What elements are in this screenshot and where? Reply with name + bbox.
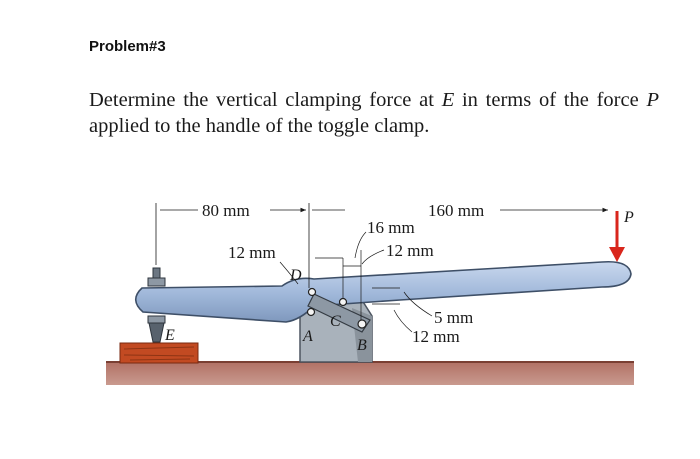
dim-label-16: 16 mm — [367, 218, 415, 237]
link-arm — [307, 293, 371, 333]
statement-text: clamp. — [374, 115, 430, 137]
pin-c — [338, 297, 348, 307]
point-label-b: B — [357, 337, 367, 354]
variable-p: P — [646, 89, 659, 111]
dim-label-12-left: 12 mm — [228, 243, 276, 262]
ground — [106, 361, 634, 385]
point-label-c: C — [330, 313, 341, 330]
dim-label-160: 160 mm — [428, 201, 484, 220]
problem-statement: Determine the vertical clamping force at… — [89, 87, 659, 139]
leader-12-right — [393, 309, 413, 333]
statement-text: Determine the vertical clamping force at — [89, 89, 442, 111]
dim-label-12-right: 12 mm — [412, 327, 460, 346]
leader-12-left — [279, 261, 299, 285]
dim-label-12-center: 12 mm — [386, 241, 434, 260]
spindle-nut — [147, 277, 166, 287]
statement-text: of the force — [538, 89, 647, 111]
dim-label-5: 5 mm — [434, 308, 473, 327]
wood-grain — [123, 346, 195, 361]
variable-e: E — [441, 89, 455, 111]
clamp-tip — [148, 322, 165, 343]
wood-block — [119, 342, 199, 364]
force-label-p: P — [623, 209, 634, 226]
point-label-a: A — [302, 328, 313, 345]
leader-12-center — [361, 249, 385, 265]
dim-label-80: 80 mm — [202, 201, 250, 220]
statement-text: in terms — [454, 89, 532, 111]
point-label-d: D — [289, 267, 302, 284]
statement-text: applied to the handle of the toggle — [89, 115, 370, 137]
problem-heading: Problem#3 — [89, 38, 166, 55]
leader-5 — [403, 291, 433, 317]
leader-16 — [354, 231, 367, 259]
point-label-e: E — [164, 327, 175, 344]
pin-b — [357, 319, 367, 329]
force-arrowhead-p — [609, 247, 625, 262]
pin-d — [307, 287, 317, 297]
spindle-lower-nut — [147, 315, 166, 324]
pin-a — [306, 307, 316, 317]
clamp-handle — [134, 260, 632, 323]
